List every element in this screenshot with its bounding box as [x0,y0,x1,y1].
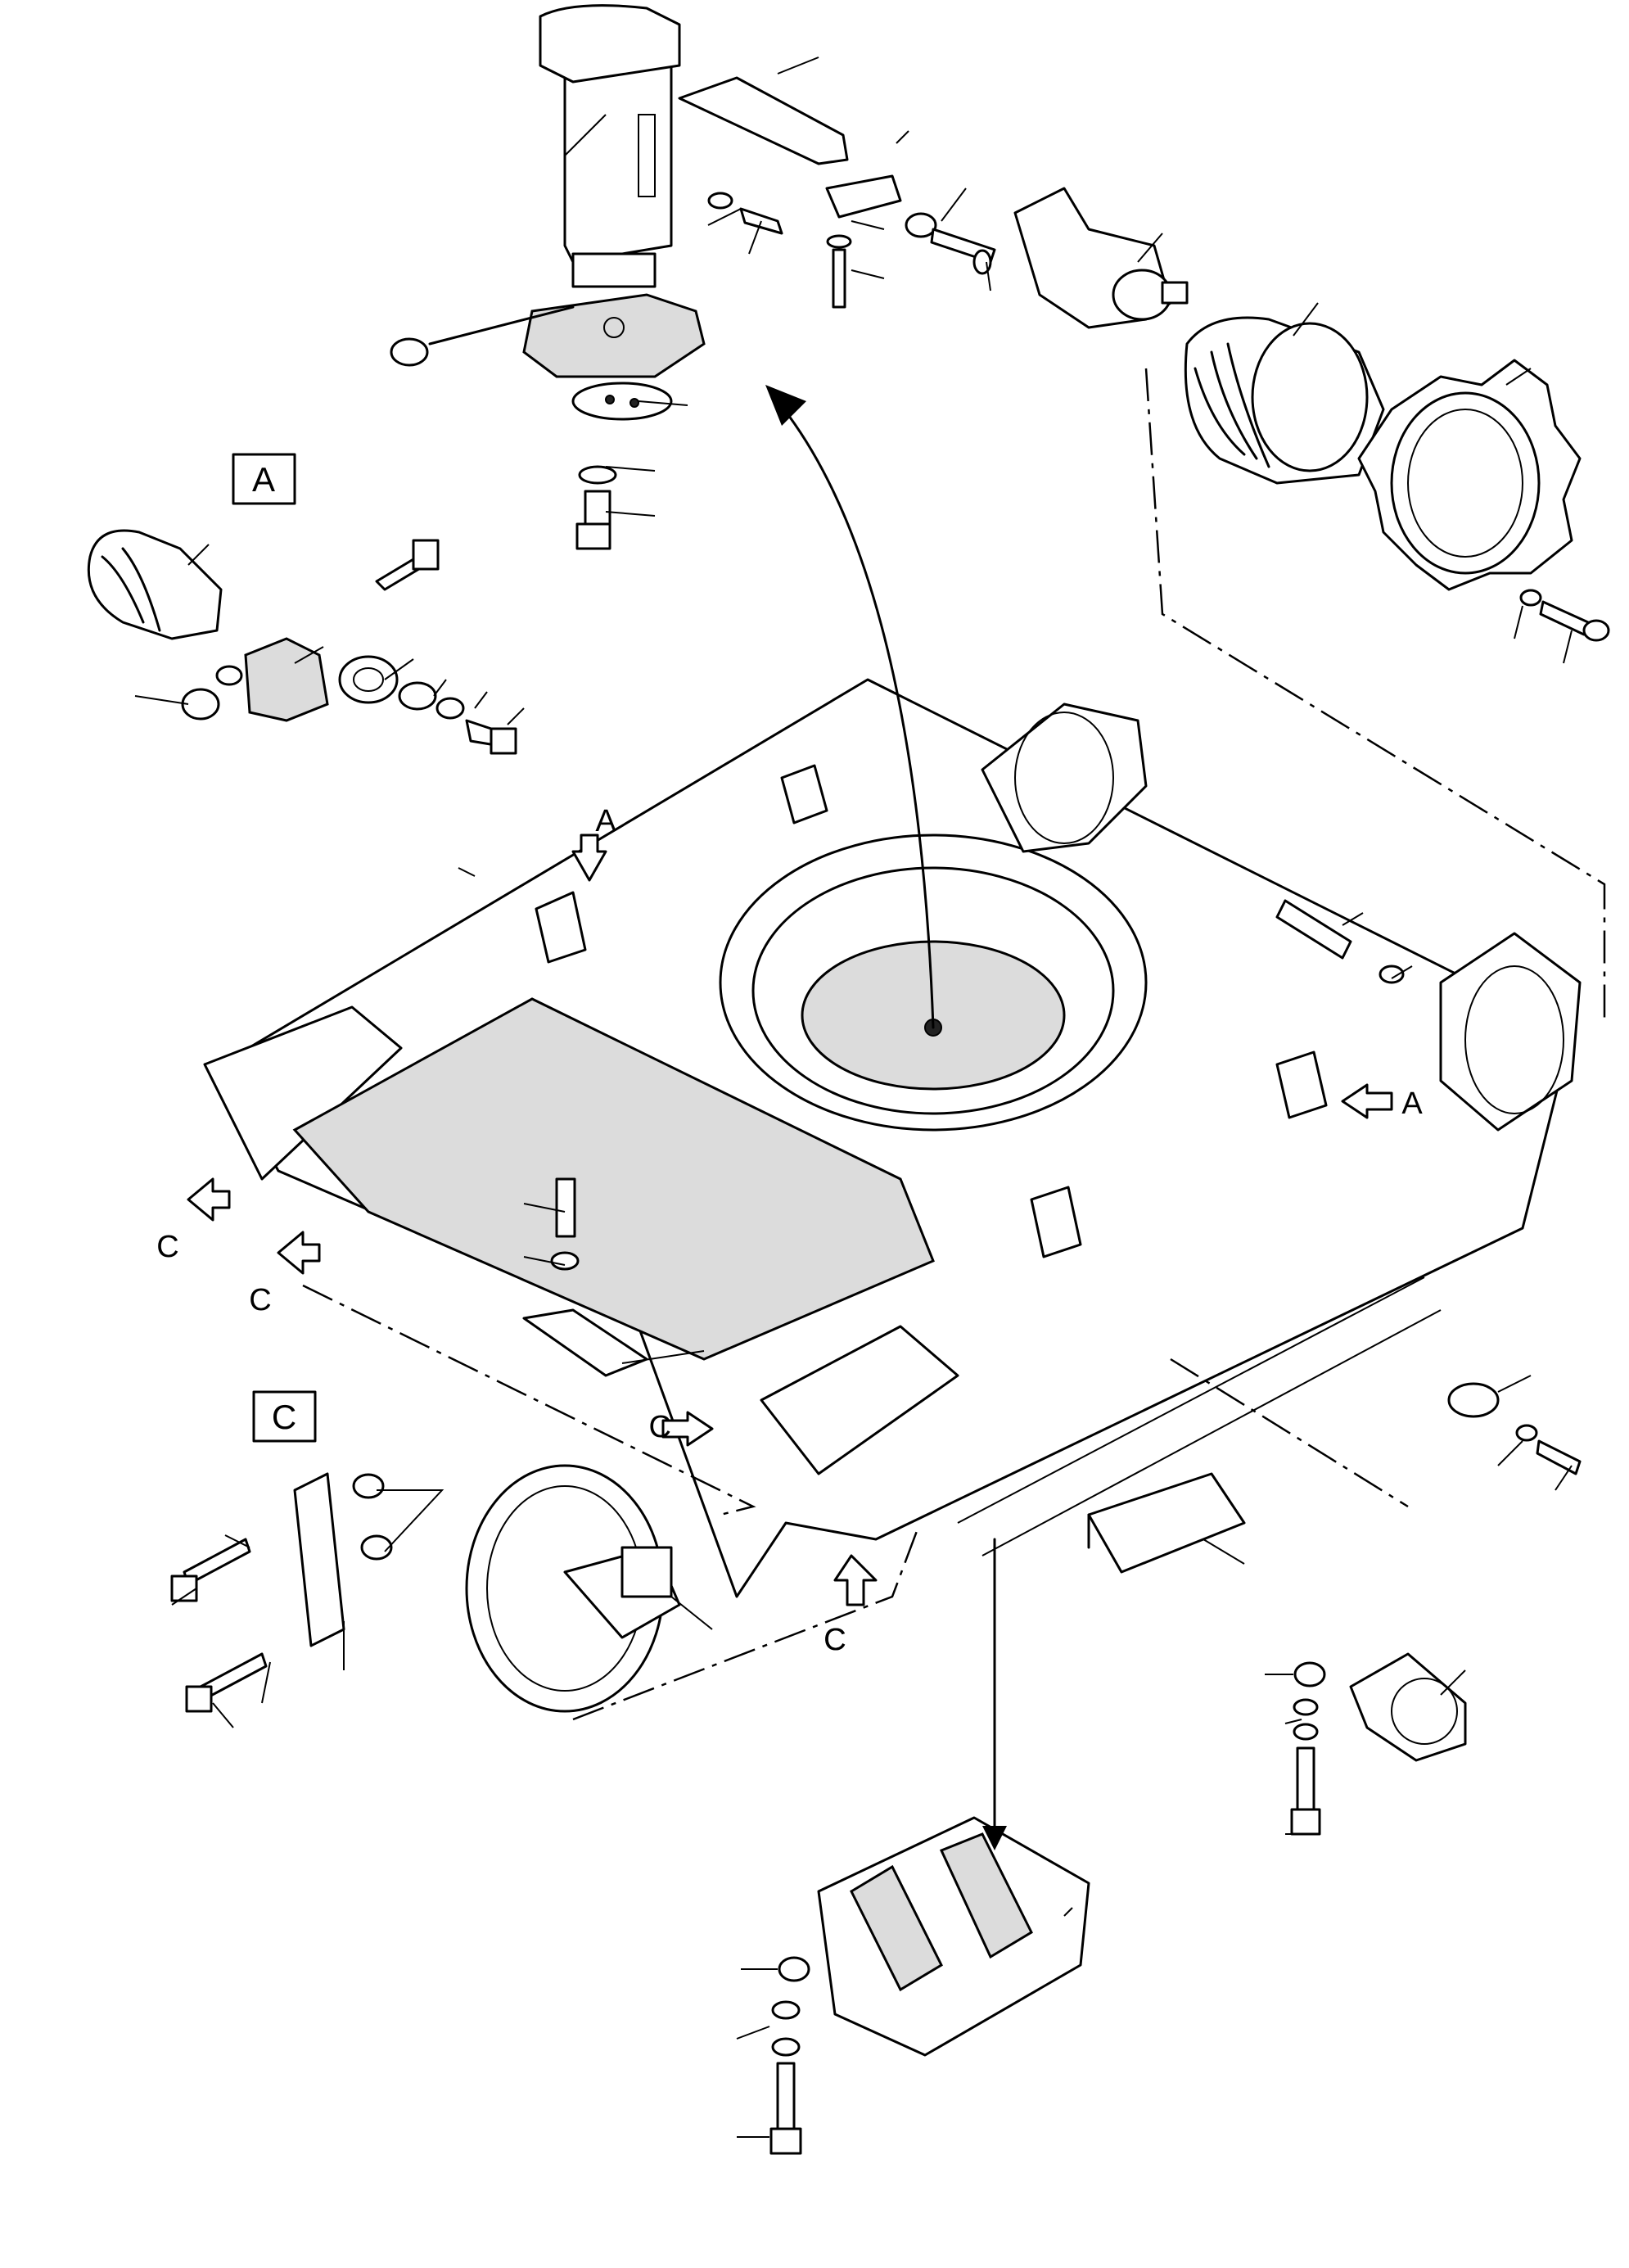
view-arrow-a-right: A [1341,1083,1423,1121]
upper-roller [87,529,223,640]
swivel-joint [522,4,706,378]
bracket-bolt [707,192,783,235]
assembly-line [302,1284,756,1516]
swivel-bracket [678,76,849,165]
sprocket-bolt [1519,589,1610,642]
assembly-line [572,1530,918,1721]
swing-ring [719,834,1148,1132]
view-arrow-c-bottom-2-label: C [824,1623,846,1657]
view-arrow-a-right-label: A [1401,1087,1423,1121]
roller-bolt [465,719,517,755]
guide-plate [293,1472,345,1647]
lower-roller-fasteners [1290,1661,1326,1836]
frame-lug [1439,932,1582,1132]
roller-mount [1275,1050,1328,1119]
roller-nut [181,665,243,721]
guide-nut [352,1473,393,1561]
view-arrow-c-left-1: C [156,1177,231,1264]
view-arrow-c-mid-label: C [649,1410,671,1444]
view-arrow-c-bottom: C [824,1554,878,1657]
assembly-line [1144,368,1606,1023]
roller-top-bolt [375,539,440,591]
roller-mount [780,764,828,825]
guide-bolt [185,1652,268,1713]
track-guide-arrowhead [982,1826,1007,1850]
track-frame [203,678,1582,1598]
roller-washer [398,681,465,720]
guide-fasteners [769,1956,810,2155]
swivel-bolt [575,465,617,550]
reduction-gear [1184,316,1385,485]
view-arrow-c-left-2: C [249,1231,321,1317]
view-arrow-c-bottom-label: C [824,1623,846,1657]
front-idler [465,1464,681,1713]
motor-bolt [905,212,996,275]
view-arrow-c-mid: C [649,1410,714,1447]
roller-mount [535,891,587,964]
pipe-clamp [825,174,902,309]
assembly-arrowhead [765,385,806,426]
detail-c: C [170,1390,393,1713]
roller-mount [1030,1186,1082,1258]
assembly-line [1170,1358,1409,1508]
roller-bracket [244,637,329,722]
rail-guard [1087,1472,1246,1574]
roller-collar [338,655,399,704]
frame-bolt [1275,899,1405,984]
guide-bolt [170,1538,251,1602]
travel-motor [1013,187,1189,329]
detail-a-label: A [252,460,275,499]
view-arrow-c-left-2-label: C [249,1283,271,1317]
detail-c-box [252,1390,317,1443]
callout-leaders [134,56,1573,2138]
view-arrow-a-top-label: A [595,804,616,838]
view-arrow-c-left-1-label: C [156,1230,178,1264]
detail-a-box [232,453,296,505]
frame-lug [981,703,1148,853]
lower-roller [1349,1652,1467,1762]
detail-c-label: C [272,1398,296,1436]
view-arrow-c-bottom-2: C [824,1623,846,1657]
assembly-arrow [776,400,935,1029]
view-arrow-a-top: A [571,804,616,882]
swivel-mount-plate [571,382,673,421]
round-cover [1447,1382,1582,1475]
track-guide [817,1816,1090,2057]
sprocket [1357,359,1582,591]
detail-a: A [87,453,517,755]
swivel-cap-nut [390,305,575,367]
